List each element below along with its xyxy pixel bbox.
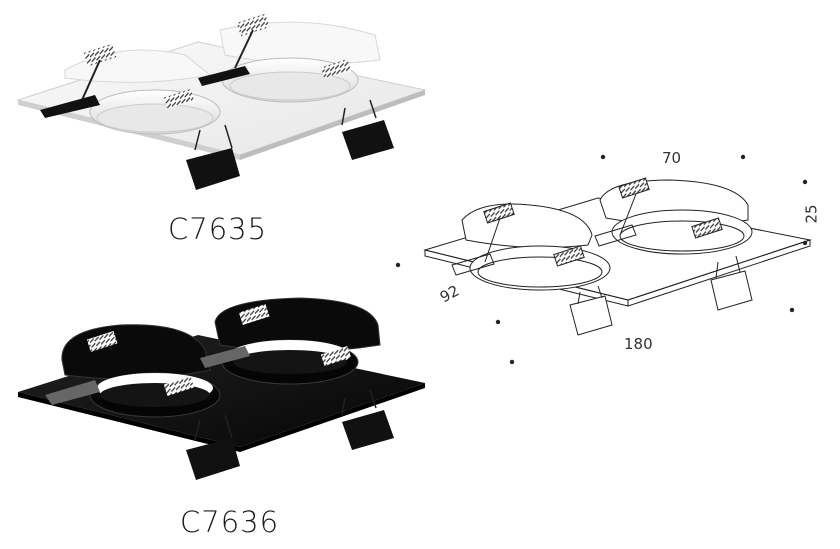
spring-clip-icon [320, 58, 352, 80]
spring-clip-icon [238, 303, 270, 325]
connector-block-icon [186, 438, 240, 480]
dimension-width: 70 [662, 149, 682, 167]
spring-clip-icon [163, 375, 195, 397]
black-rear-housing-left [61, 324, 211, 380]
spring-clip-icon [163, 88, 195, 110]
spring-clip-icon [320, 345, 352, 367]
white-fixture-c7635 [16, 13, 427, 190]
model-label-c7635: C7635 [168, 212, 268, 246]
dimension-length: 180 [624, 335, 653, 353]
black-fixture-c7636 [18, 297, 425, 480]
model-label-c7636: C7636 [180, 505, 280, 539]
spring-clip-icon [86, 330, 118, 352]
connector-block-icon [186, 148, 240, 190]
connector-block-icon [342, 410, 394, 450]
dimension-height: 25 [802, 204, 821, 224]
technical-line-drawing [423, 177, 812, 336]
connector-block-icon [342, 120, 394, 160]
spring-clip-icon [236, 13, 270, 37]
spring-clip-icon [83, 43, 117, 67]
dimension-markers [395, 154, 808, 365]
